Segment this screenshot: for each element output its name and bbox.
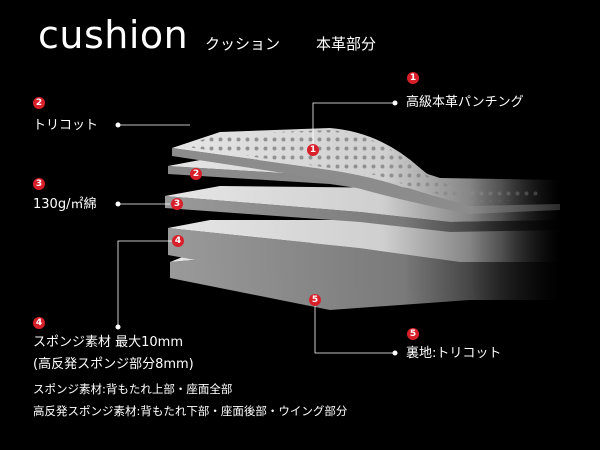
callout-4-label-line1: スポンジ素材 最大10mm xyxy=(33,335,184,350)
callout-5-label: 裏地:トリコット xyxy=(406,346,502,361)
callout-3-badge: 3 xyxy=(33,178,45,190)
note-sponge-usage: スポンジ素材:背もたれ上部・座面全部 xyxy=(33,382,233,396)
callout-4-label-line2: (高反発スポンジ部分8mm) xyxy=(33,357,194,372)
leader-line-1 xyxy=(312,102,395,150)
leader-dots xyxy=(115,100,398,356)
page-title: cushion xyxy=(38,13,189,57)
callout-1-badge: 1 xyxy=(407,72,419,84)
layer-1-badge: 1 xyxy=(307,144,319,156)
callout-2-label: トリコット xyxy=(33,118,99,133)
layer-5-badge: 5 xyxy=(309,294,321,306)
callout-3-label: 130g/㎡綿 xyxy=(33,197,97,212)
callout-2-badge: 2 xyxy=(33,97,45,109)
callout-5-badge: 5 xyxy=(407,328,419,340)
leader-line-4 xyxy=(117,240,172,327)
leader-lines xyxy=(117,102,395,354)
layer-4-badge: 4 xyxy=(172,235,184,247)
layer-3-badge: 3 xyxy=(171,198,183,210)
layer-1-leather xyxy=(172,128,560,214)
page-subtitle-cushion: クッション xyxy=(205,35,281,53)
layer-2-badge: 2 xyxy=(190,168,202,180)
leader-line-5 xyxy=(314,300,395,354)
callout-1-label: 高級本革パンチング xyxy=(406,95,524,110)
page-subtitle-leather: 本革部分 xyxy=(316,35,377,53)
callout-4-badge: 4 xyxy=(33,317,45,329)
note-high-resilience-sponge-usage: 高反発スポンジ素材:背もたれ下部・座面後部・ウイング部分 xyxy=(33,404,348,418)
